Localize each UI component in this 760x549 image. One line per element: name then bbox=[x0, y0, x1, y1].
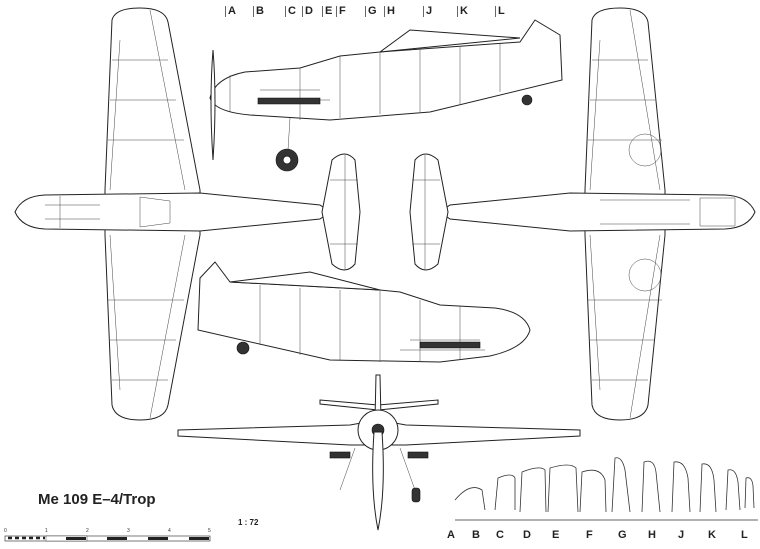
scale-bar bbox=[4, 535, 211, 542]
section-marker-j: J bbox=[423, 6, 432, 17]
section-label-e: E bbox=[552, 529, 560, 541]
scale-tick: 1 bbox=[45, 528, 48, 534]
section-label-g: G bbox=[618, 529, 627, 541]
plan-view-top bbox=[14, 7, 361, 421]
section-label-h: H bbox=[648, 529, 656, 541]
side-view-right bbox=[209, 19, 563, 172]
section-label-j: J bbox=[678, 529, 685, 541]
section-marker-d: D bbox=[302, 6, 313, 17]
scale-tick: 3 bbox=[127, 528, 130, 534]
front-view bbox=[177, 374, 581, 531]
section-marker-f: F bbox=[336, 6, 346, 17]
section-label-f: F bbox=[586, 529, 593, 541]
section-marker-g: G bbox=[365, 6, 377, 17]
drawing-title: Me 109 E–4/Trop bbox=[38, 491, 156, 508]
scale-tick: 2 bbox=[86, 528, 89, 534]
section-label-a: A bbox=[447, 529, 455, 541]
section-marker-b: B bbox=[253, 6, 264, 17]
section-label-k: K bbox=[708, 529, 716, 541]
plan-view-bottom bbox=[409, 7, 756, 421]
section-label-l: L bbox=[741, 529, 748, 541]
section-label-b: B bbox=[472, 529, 480, 541]
section-marker-e: E bbox=[322, 6, 332, 17]
section-marker-k: K bbox=[457, 6, 468, 17]
section-marker-l: L bbox=[495, 6, 505, 17]
section-label-c: C bbox=[496, 529, 504, 541]
scale-ratio: 1 : 72 bbox=[238, 518, 259, 527]
side-view-left bbox=[197, 261, 531, 363]
cross-sections bbox=[454, 457, 758, 521]
section-marker-h: H bbox=[384, 6, 395, 17]
section-marker-a: A bbox=[225, 6, 236, 17]
section-label-d: D bbox=[523, 529, 531, 541]
scale-tick: 0 bbox=[4, 528, 7, 534]
scale-tick: 4 bbox=[168, 528, 171, 534]
section-marker-c: C bbox=[285, 6, 296, 17]
scale-tick: 5 bbox=[208, 528, 211, 534]
